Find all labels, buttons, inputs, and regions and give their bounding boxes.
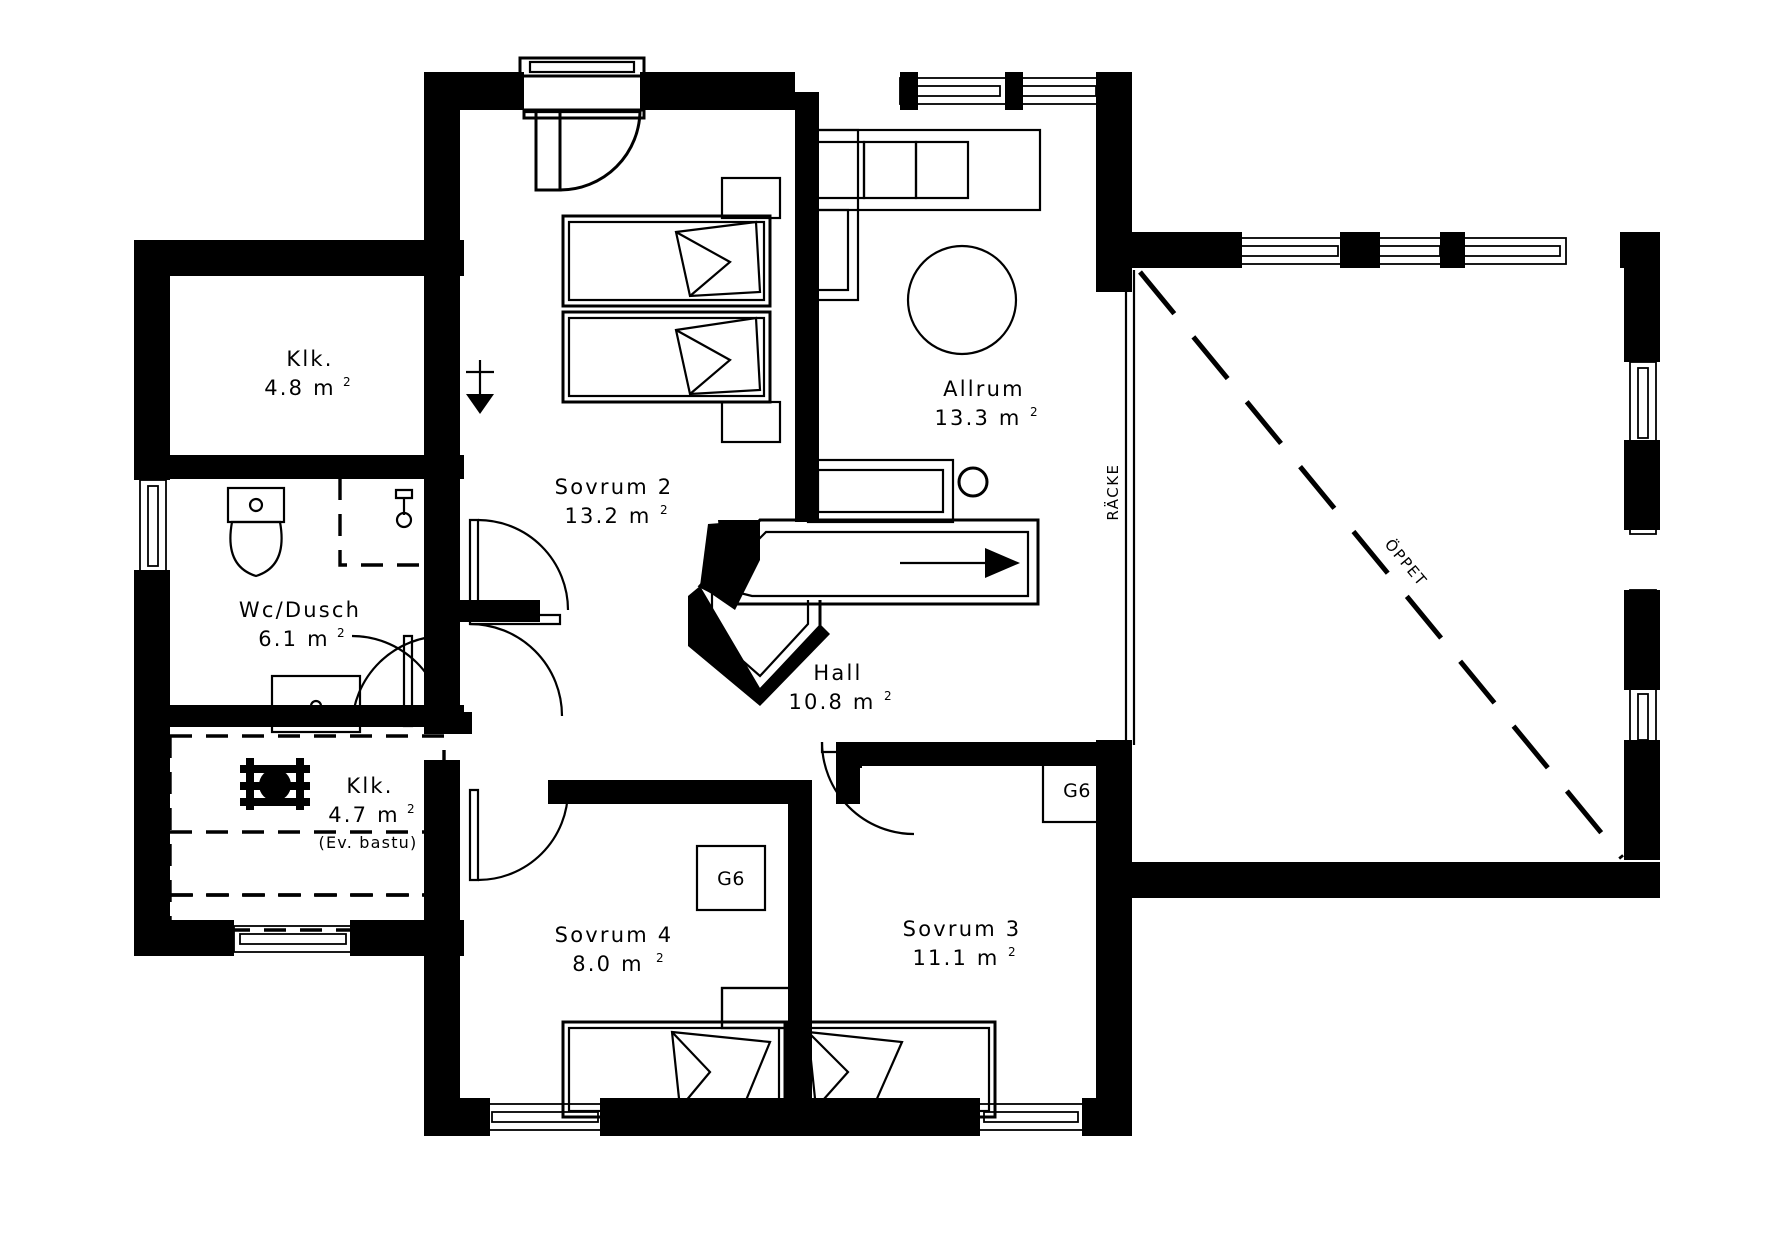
entrance-door [518,56,646,192]
interior-partitions [548,92,1106,1098]
tv-bench-allrum [806,458,989,524]
sink-cabinet-fixture [270,674,362,734]
room-area-sup-sovrum-3: 2 [1008,945,1016,959]
room-area-sovrum-4: 8.0 m [572,952,644,976]
room-name-allrum: Allrum [943,377,1025,401]
door-klk-lower [350,634,446,728]
room-area-sovrum-2: 13.2 m [564,504,651,528]
room-name-hall: Hall [813,661,862,685]
bastu-dashed-region [168,734,446,932]
room-name-klk-lower: Klk. [346,774,393,798]
tag-g6-lower-label: G6 [717,868,745,890]
level-marker-arrow [466,360,494,414]
room-area-wc-dusch: 6.1 m [258,627,330,651]
room-name-sovrum-3: Sovrum 3 [903,917,1022,941]
room-area-sup-klk-upper: 2 [343,375,351,389]
bed-sovrum4 [561,986,796,1119]
floor-drain-fixture [240,758,310,810]
room-area-sup-allrum: 2 [1030,405,1038,419]
room-name-klk-upper: Klk. [286,347,333,371]
room-label-klk-lower: Klk. 4.7 m 2 (Ev. bastu) [319,774,418,852]
room-name-sovrum-2: Sovrum 2 [555,475,674,499]
shower-area-dashed [338,478,430,567]
door-wc [424,613,564,734]
sofa-allrum [798,128,1042,302]
room-label-sovrum-2: Sovrum 2 13.2 m 2 [555,475,674,528]
room-area-allrum: 13.3 m [934,406,1021,430]
room-label-wc-dusch: Wc/Dusch 6.1 m 2 [239,598,361,651]
oppet-label: ÖPPET [1381,535,1432,590]
room-area-sup-sovrum-2: 2 [660,503,668,517]
room-label-sovrum-4: Sovrum 4 8.0 m 2 [555,923,674,976]
tag-g6-upper-label: G6 [1063,780,1091,802]
staircase-hall [688,518,1040,706]
room-label-sovrum-3: Sovrum 3 11.1 m 2 [903,917,1022,970]
room-area-sovrum-3: 11.1 m [912,946,999,970]
bed-sovrum3 [720,986,997,1119]
room-label-klk-upper: Klk. 4.8 m 2 [264,347,350,400]
room-sub-klk-lower: (Ev. bastu) [319,833,418,852]
door-sovrum2 [460,518,570,622]
bed-lower-sovrum2 [561,310,782,444]
room-area-hall: 10.8 m [788,690,875,714]
sliding-door-west [432,356,454,526]
room-area-sup-klk-lower: 2 [407,802,415,816]
room-area-sup-wc-dusch: 2 [337,626,345,640]
tag-g6-upper: G6 [1041,756,1113,824]
racke-label: RÄCKE [1103,463,1122,520]
railing-racke [1124,270,1136,745]
room-label-allrum: Allrum 13.3 m 2 [934,377,1037,430]
tag-g6-lower: G6 [695,844,767,912]
round-table-allrum [906,244,1018,356]
bed-upper-sovrum2 [561,176,782,308]
room-name-sovrum-4: Sovrum 4 [555,923,674,947]
room-area-klk-upper: 4.8 m [264,376,336,400]
room-name-wc-dusch: Wc/Dusch [239,598,361,622]
window-openings [139,77,1657,1131]
room-area-klk-lower: 4.7 m [328,803,400,827]
open-space-diagonal [1138,270,1624,860]
wall-structure [134,72,1660,1136]
room-area-sup-hall: 2 [884,689,892,703]
room-label-hall: Hall 10.8 m 2 [788,661,891,714]
toilet-fixture [226,486,286,578]
room-area-sup-sovrum-4: 2 [656,951,664,965]
